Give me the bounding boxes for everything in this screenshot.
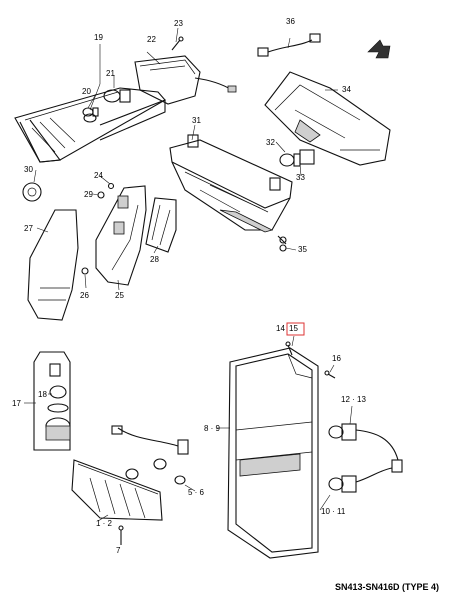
label-26: 26: [80, 291, 89, 300]
label-24: 24: [94, 171, 103, 180]
label-28: 28: [150, 255, 159, 264]
diagram-footer-caption: SN413-SN416D (TYPE 4): [335, 582, 439, 592]
label-18: 18: [38, 390, 47, 399]
label-12-13: 12 · 13: [341, 395, 366, 404]
label-32: 32: [266, 138, 275, 147]
label-27: 27: [24, 224, 33, 233]
part-labels: 19 22 23 21 20 36 34 31 32 33 35 30 24 2…: [12, 17, 366, 555]
label-36: 36: [286, 17, 295, 26]
label-20: 20: [82, 87, 91, 96]
cover-27: [27, 209, 79, 321]
bracket-25: [95, 185, 147, 286]
bracket-34: [264, 71, 391, 166]
bulb-21: [103, 89, 131, 103]
socket-5-6: [111, 425, 189, 485]
bracket-28: [145, 197, 177, 253]
bulb-kit-17: [33, 351, 71, 451]
label-17: 17: [12, 399, 21, 408]
bracket-31: [169, 134, 293, 245]
socket-33: [299, 149, 315, 165]
label-31: 31: [192, 116, 201, 125]
label-16: 16: [332, 354, 341, 363]
rear-lamp-8-9: [227, 347, 319, 559]
grommet-30: [22, 182, 42, 202]
bulb-10-11: [328, 467, 393, 493]
side-lamp-assembly: [14, 87, 166, 163]
label-5-6: 5 · 6: [188, 488, 205, 497]
label-19: 19: [94, 33, 103, 42]
label-22: 22: [147, 35, 156, 44]
direction-arrow-icon: [367, 39, 391, 59]
screw-29: [97, 191, 105, 199]
screw-35: [279, 244, 287, 252]
screw-14: [285, 341, 293, 356]
bulb-32: [279, 153, 301, 167]
label-7: 7: [116, 546, 121, 555]
label-30: 30: [24, 165, 33, 174]
label-8-9: 8 · 9: [204, 424, 221, 433]
lamp-1-2: [71, 459, 163, 521]
screw-23: [171, 36, 184, 51]
label-14: 14: [276, 324, 285, 333]
label-34: 34: [342, 85, 351, 94]
label-33: 33: [296, 173, 305, 182]
label-15: 15: [289, 324, 298, 333]
label-25: 25: [115, 291, 124, 300]
wire-harness-36: [257, 33, 321, 57]
label-29: 29: [84, 190, 93, 199]
screw-24: [107, 182, 115, 190]
label-10-11: 10 · 11: [321, 507, 346, 516]
highlight-box: [286, 322, 305, 336]
screw-16: [324, 370, 336, 379]
leader-lines: [24, 27, 353, 544]
label-1-2: 1 · 2: [96, 519, 113, 528]
bulb-12-13: [328, 423, 403, 473]
label-35: 35: [298, 245, 307, 254]
screw-26: [81, 267, 89, 275]
lamp-22: [134, 55, 237, 105]
label-21: 21: [106, 69, 115, 78]
label-23: 23: [174, 19, 183, 28]
